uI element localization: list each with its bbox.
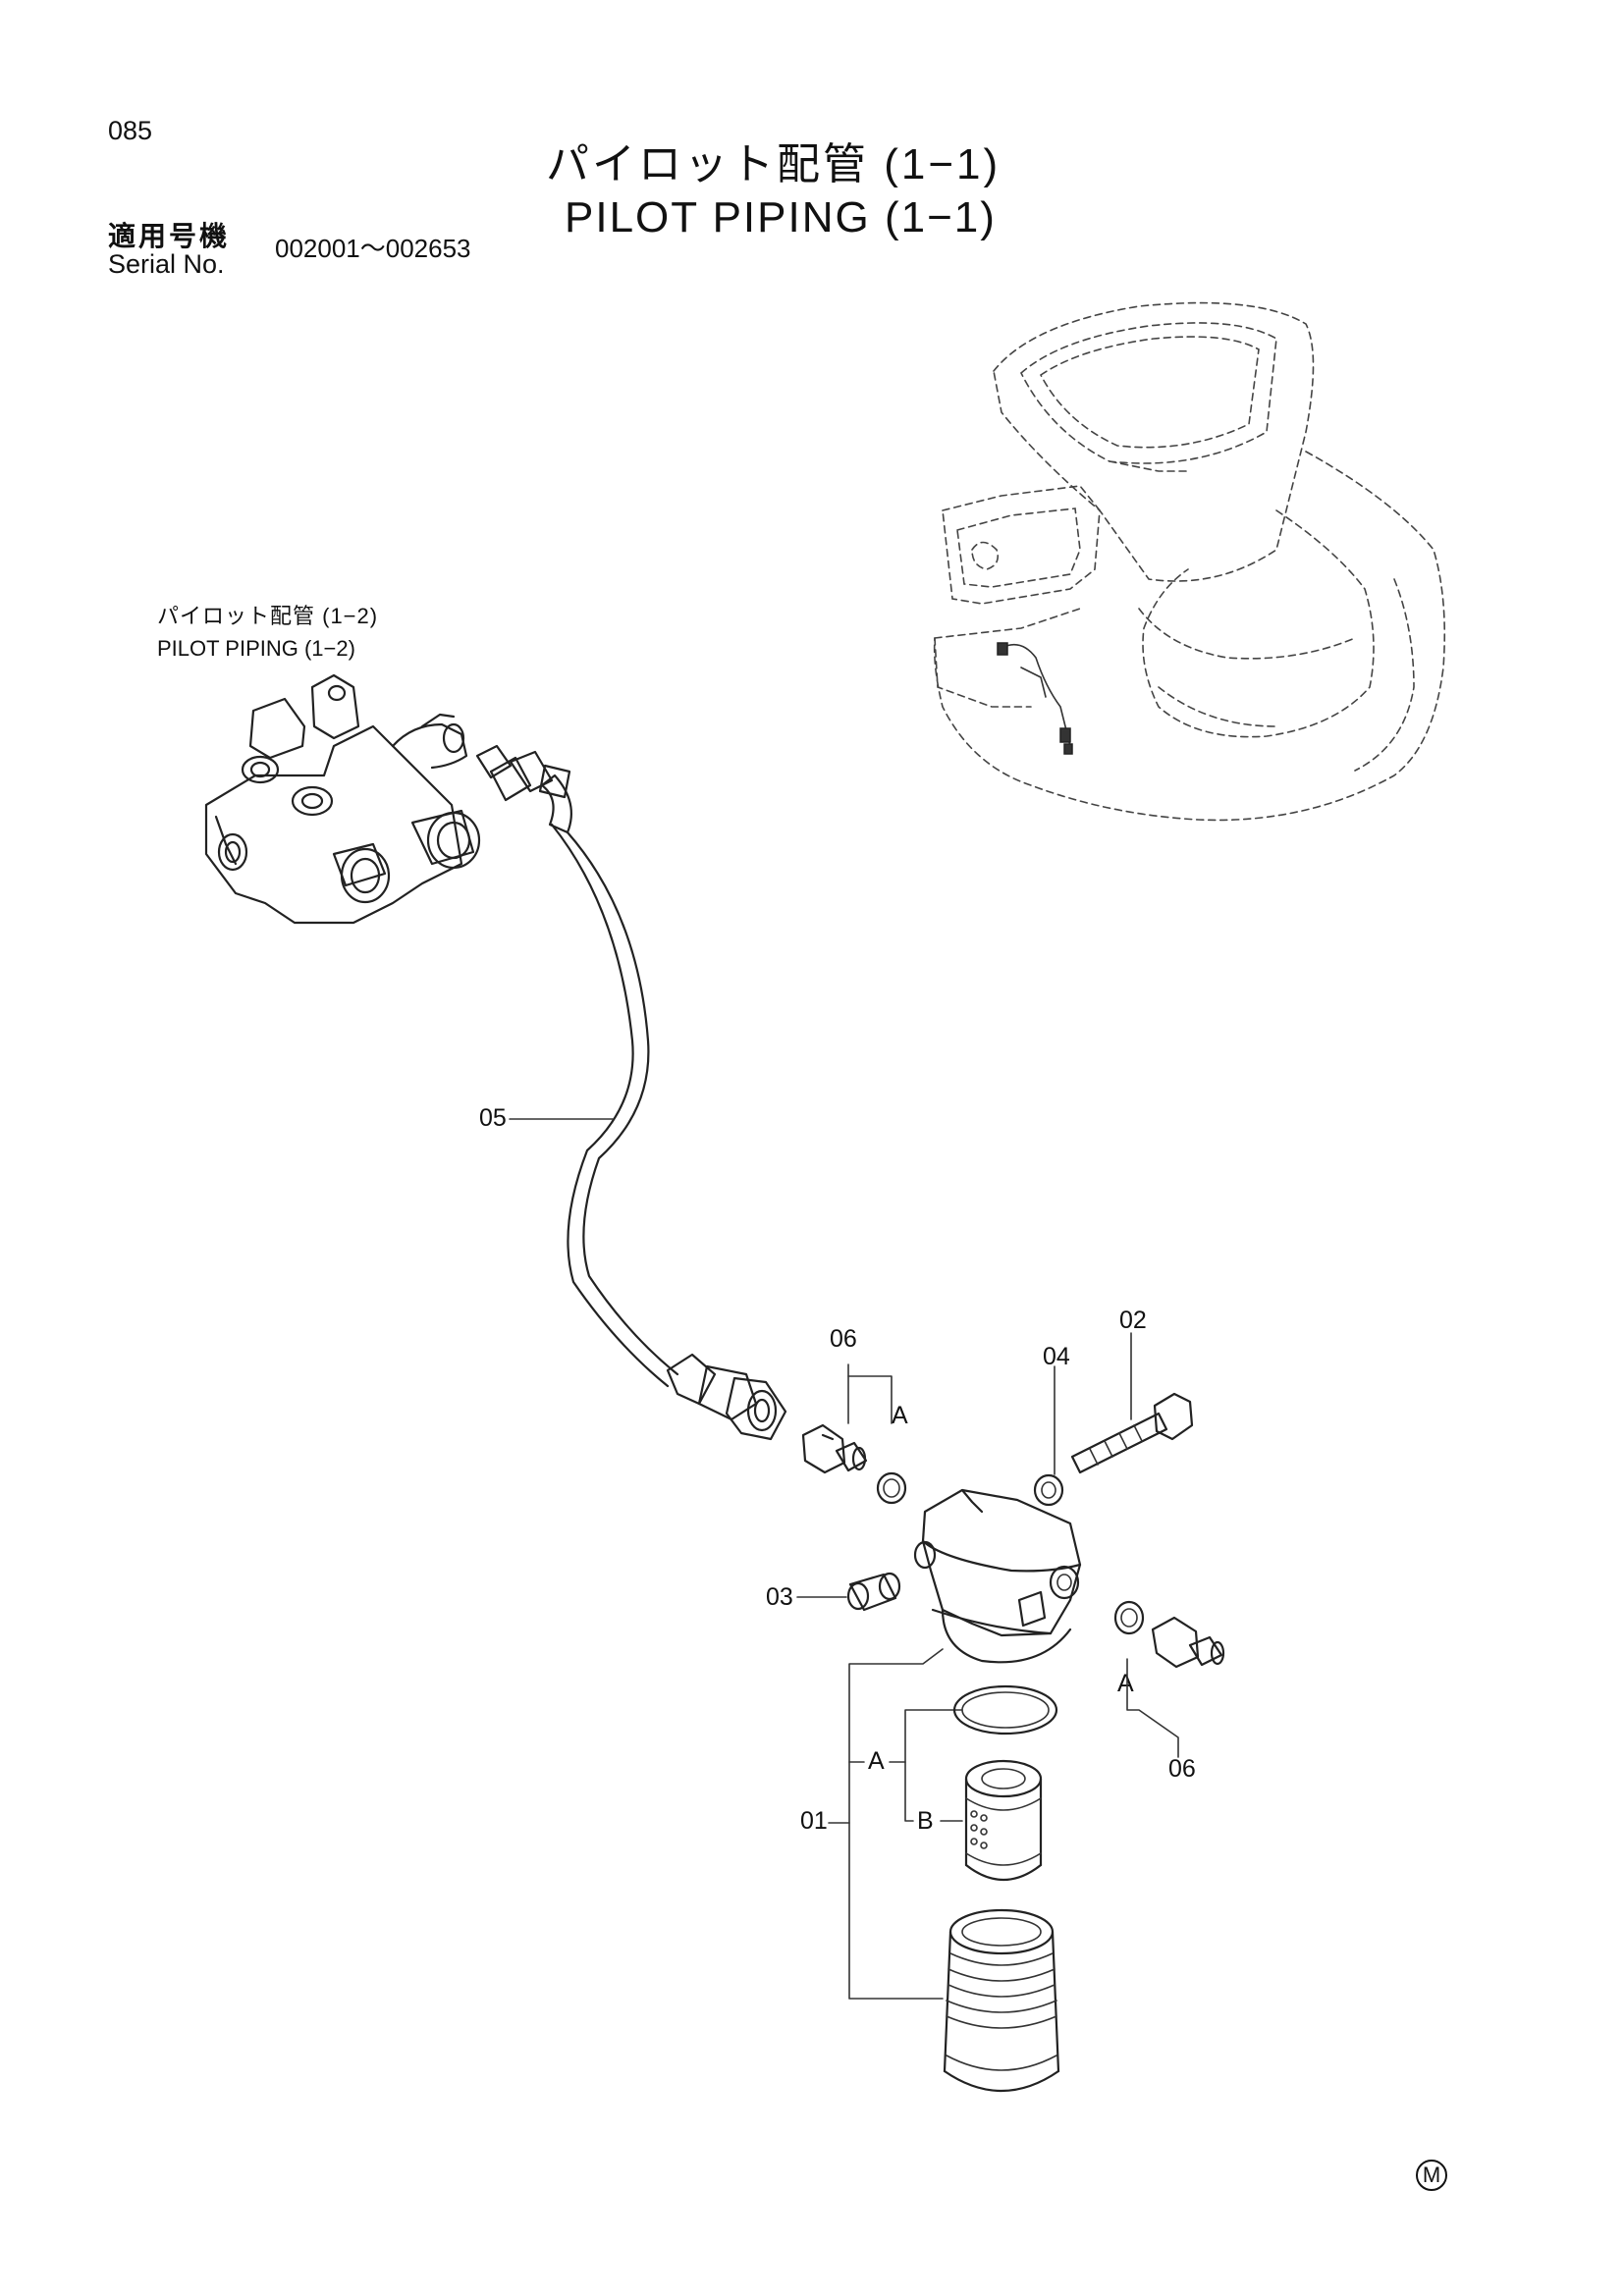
washer-04	[1033, 1365, 1064, 1507]
callout-06-bottom: 06	[1168, 1755, 1196, 1783]
reference-label-japanese: パイロット配管 (1−2)	[157, 604, 379, 628]
callout-01: 01	[800, 1807, 828, 1835]
filter-assembly-leaders	[828, 1648, 963, 2000]
callout-03: 03	[766, 1583, 793, 1611]
callout-02: 02	[1119, 1307, 1147, 1334]
filter-element	[964, 1759, 1043, 1882]
page-title-japanese: パイロット配管 (1−1)	[546, 140, 1001, 188]
page-number: 085	[108, 116, 153, 145]
operator-seat-illustration	[933, 301, 1446, 822]
o-ring-lower	[1113, 1600, 1145, 1635]
callout-a-bottom: A	[1117, 1670, 1134, 1697]
callout-b-filter: B	[917, 1807, 934, 1835]
copyright-mark-icon: M	[1416, 2160, 1447, 2191]
callout-05: 05	[479, 1104, 507, 1132]
serial-range: 002001～002653	[275, 234, 471, 263]
serial-label-english: Serial No.	[108, 249, 225, 279]
filter-o-ring	[952, 1684, 1058, 1735]
filter-head	[913, 1488, 1082, 1664]
adapter-06-lower	[1126, 1616, 1225, 1758]
callout-a-filter: A	[868, 1747, 885, 1775]
adapter-06-upper	[801, 1363, 893, 1474]
plug-03	[796, 1572, 901, 1612]
filter-bowl	[943, 1908, 1060, 2093]
hose-05	[509, 823, 679, 1388]
callout-06-top: 06	[830, 1325, 857, 1353]
bolt-02	[1070, 1332, 1194, 1474]
hose-fitting-lower	[666, 1353, 787, 1441]
hose-fitting-upper	[475, 744, 572, 834]
serial-label-japanese: 適用号機	[108, 221, 231, 251]
callout-04: 04	[1043, 1343, 1070, 1370]
pilot-valve-block	[204, 673, 481, 925]
page-title-english: PILOT PIPING (1−1)	[565, 193, 997, 241]
reference-label-english: PILOT PIPING (1−2)	[157, 636, 355, 661]
callout-a-top: A	[892, 1402, 908, 1429]
o-ring-upper	[876, 1471, 907, 1505]
